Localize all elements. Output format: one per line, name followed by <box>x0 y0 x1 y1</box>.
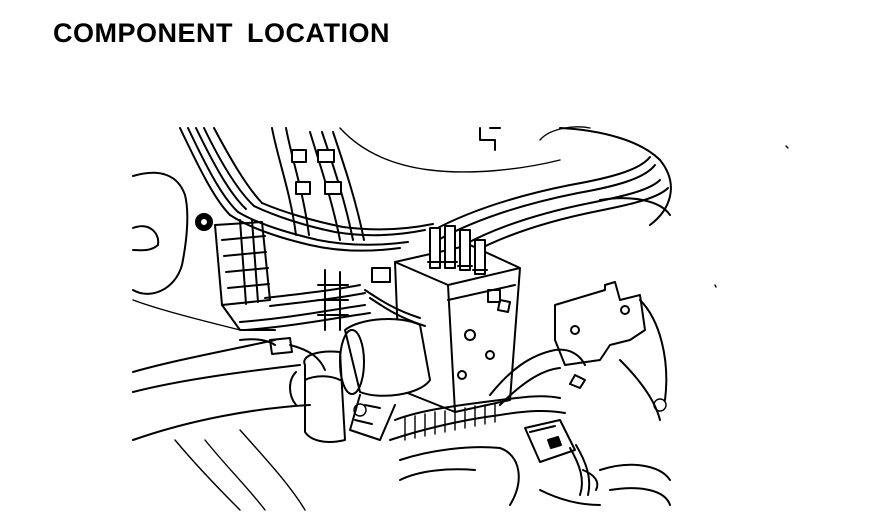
electrical-connector <box>524 419 599 496</box>
mounting-bracket-right <box>554 281 668 421</box>
hose-left-mid <box>239 337 326 371</box>
page-title: COMPONENT LOCATION <box>53 18 390 48</box>
lower-cylinder <box>289 350 346 443</box>
brake-line-clamp <box>195 213 276 331</box>
brake-line-bundle-right <box>429 156 669 255</box>
brake-line-bundle-left <box>179 127 434 252</box>
upper-right-structure <box>339 126 789 226</box>
wiring-harness <box>389 348 586 441</box>
brake-line-mid-horizontal <box>239 267 426 331</box>
brake-line-vertical-center <box>271 127 365 241</box>
lower-engine-structure <box>399 284 717 506</box>
left-body-panel <box>132 171 311 511</box>
abs-pump-motor <box>339 317 431 441</box>
